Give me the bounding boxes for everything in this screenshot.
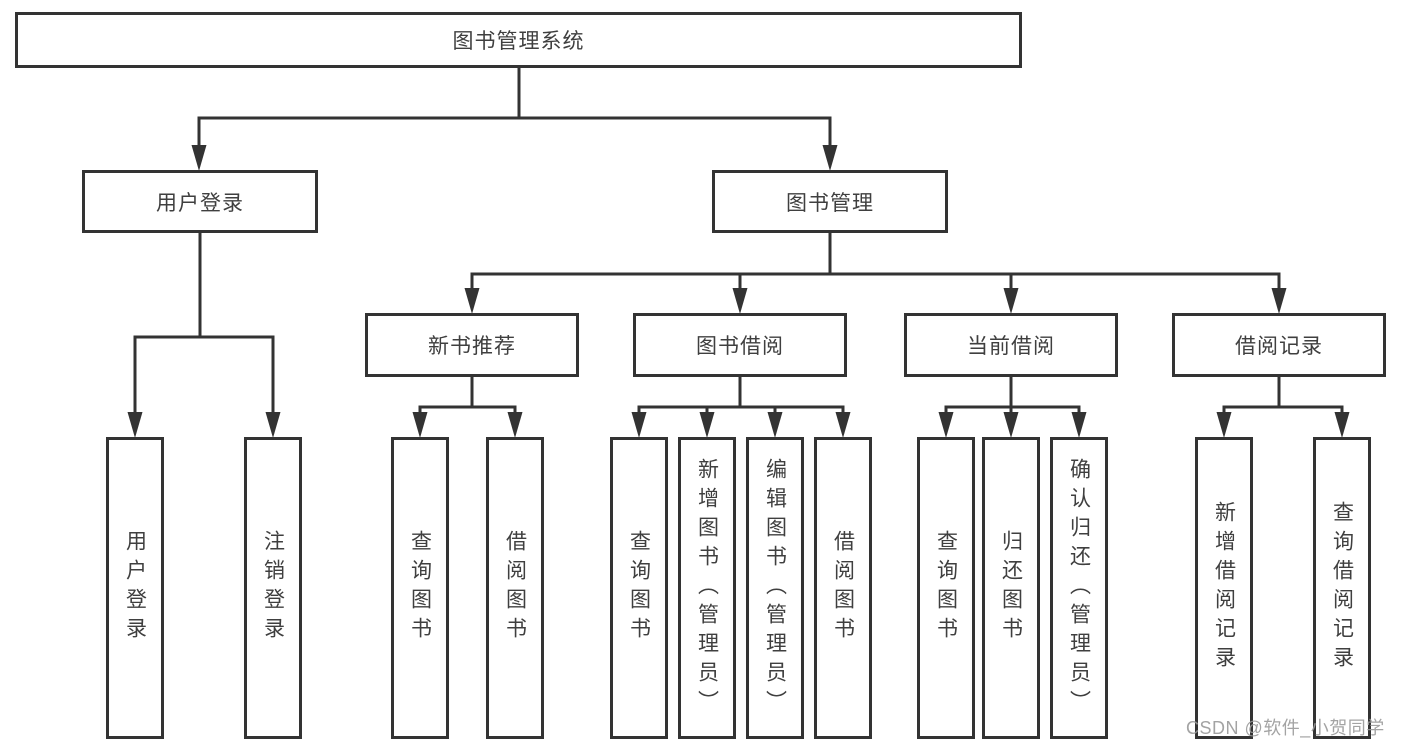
node-book-borrowing-label: 图书借阅	[696, 335, 784, 358]
node-borrow-records: 借阅记录	[1172, 313, 1386, 377]
node-book-management-label: 图书管理	[786, 191, 874, 215]
leaf-add-book-admin: 新增图书（管理员）	[678, 437, 736, 739]
leaf-query-borrow-record: 查询借阅记录	[1313, 437, 1371, 739]
leaf-edit-book-admin: 编辑图书（管理员）	[746, 437, 804, 739]
leaf-logout-label: 注销登录	[261, 530, 285, 646]
leaf-borrow-books-recommend: 借阅图书	[486, 437, 544, 739]
node-current-borrowing-label: 当前借阅	[967, 335, 1055, 358]
leaf-borrow-books-recommend-label: 借阅图书	[503, 530, 527, 646]
leaf-query-borrow-record-label: 查询借阅记录	[1330, 501, 1354, 675]
node-book-borrowing: 图书借阅	[633, 313, 847, 377]
leaf-borrow-books-borrowing-label: 借阅图书	[831, 530, 855, 646]
leaf-confirm-return-admin: 确认归还（管理员）	[1050, 437, 1108, 739]
leaf-query-books-recommend-label: 查询图书	[408, 530, 432, 646]
leaf-user-login: 用户登录	[106, 437, 164, 739]
leaf-query-books-current: 查询图书	[917, 437, 975, 739]
leaf-query-books-borrowing-label: 查询图书	[627, 530, 651, 646]
leaf-add-borrow-record-label: 新增借阅记录	[1212, 501, 1236, 675]
node-root-label: 图书管理系统	[452, 30, 585, 53]
node-new-book-recommend-label: 新书推荐	[428, 335, 516, 358]
leaf-return-books-label: 归还图书	[999, 530, 1023, 646]
node-user-login-label: 用户登录	[156, 191, 244, 215]
node-user-login: 用户登录	[82, 170, 318, 233]
leaf-logout: 注销登录	[244, 437, 302, 739]
leaf-borrow-books-borrowing: 借阅图书	[814, 437, 872, 739]
leaf-user-login-label: 用户登录	[123, 530, 147, 646]
node-borrow-records-label: 借阅记录	[1235, 335, 1323, 358]
leaf-query-books-recommend: 查询图书	[391, 437, 449, 739]
leaf-query-books-borrowing: 查询图书	[610, 437, 668, 739]
leaf-confirm-return-admin-label: 确认归还（管理员）	[1067, 457, 1091, 719]
leaf-add-borrow-record: 新增借阅记录	[1195, 437, 1253, 739]
node-current-borrowing: 当前借阅	[904, 313, 1118, 377]
leaf-return-books: 归还图书	[982, 437, 1040, 739]
watermark: CSDN @软件_小贺同学	[1186, 718, 1385, 738]
leaf-edit-book-admin-label: 编辑图书（管理员）	[763, 457, 787, 719]
node-book-management: 图书管理	[712, 170, 948, 233]
leaf-add-book-admin-label: 新增图书（管理员）	[695, 457, 719, 719]
leaf-query-books-current-label: 查询图书	[934, 530, 958, 646]
node-root: 图书管理系统	[15, 12, 1022, 68]
node-new-book-recommend: 新书推荐	[365, 313, 579, 377]
